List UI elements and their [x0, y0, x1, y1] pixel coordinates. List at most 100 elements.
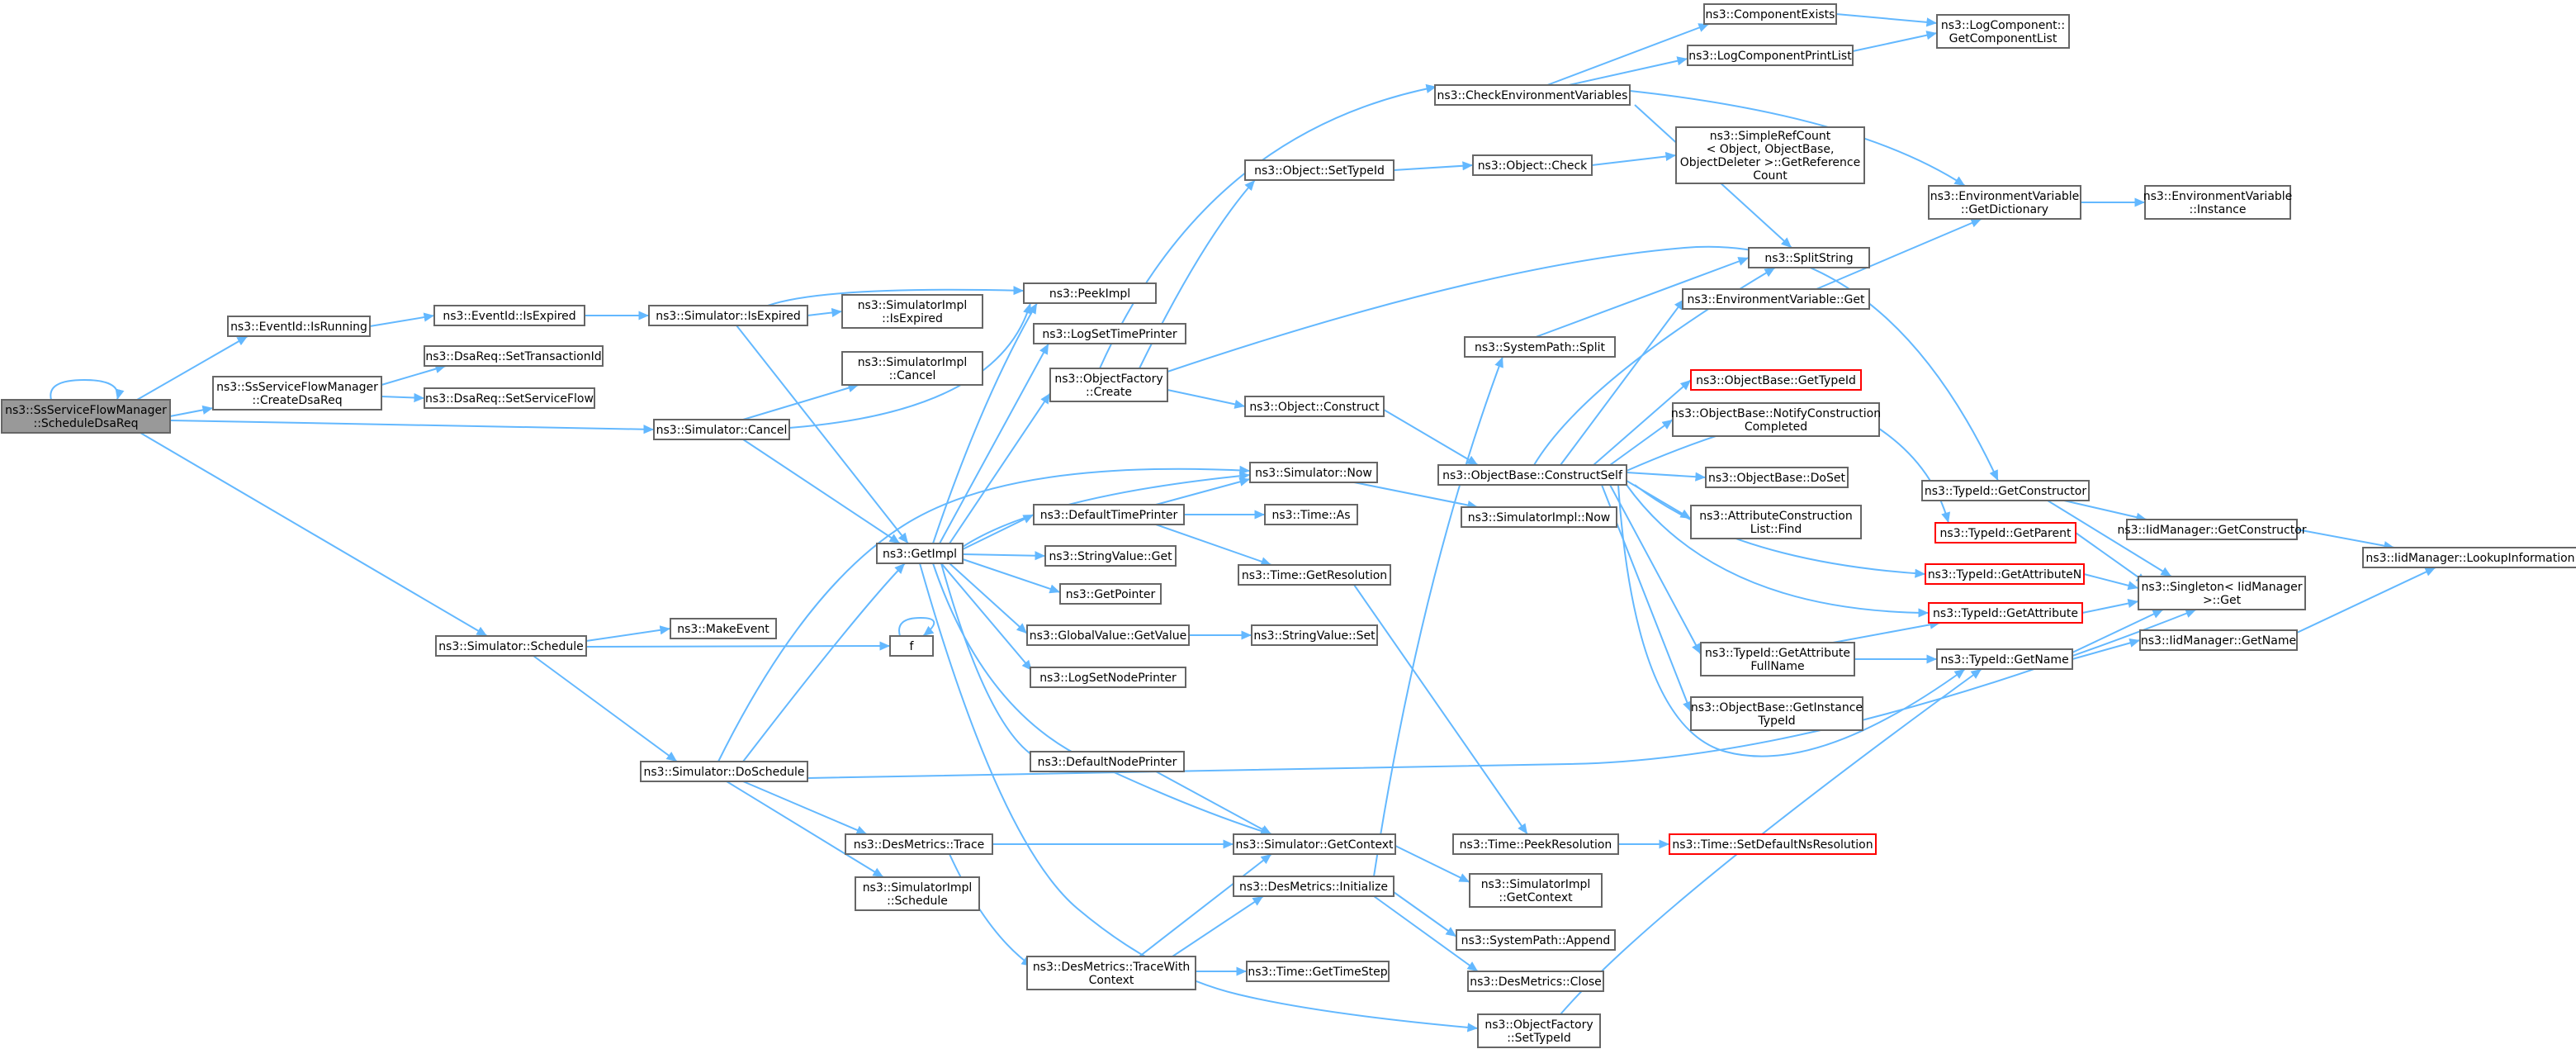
node-label: ns3::CheckEnvironmentVariables [1437, 89, 1628, 102]
node-n1[interactable]: ns3::EventId::IsRunning [227, 316, 371, 337]
node-label: ns3::SimulatorImpl::Now [1468, 511, 1611, 524]
node-n11[interactable]: ns3::PeekImpl [1023, 282, 1157, 304]
node-label: ns3::GetImpl [883, 548, 957, 561]
node-box [1251, 624, 1378, 646]
node-box [845, 833, 993, 855]
node-n5[interactable]: ns3::EventId::IsExpired [433, 305, 585, 326]
node-n13[interactable]: ns3::MakeEvent [670, 618, 777, 639]
node-n24[interactable]: ns3::LogSetNodePrinter [1030, 667, 1186, 688]
node-n21[interactable]: ns3::StringValue::Get [1044, 545, 1177, 567]
edge-n12-to-n27 [962, 471, 1251, 548]
node-box [653, 419, 790, 440]
node-n31[interactable]: ns3::Simulator::GetContext [1233, 833, 1396, 855]
node-n19[interactable]: ns3::ObjectFactory::Create [1049, 368, 1168, 402]
node-label: ns3::Simulator::Now [1255, 467, 1372, 480]
node-label: ns3::SimulatorImpl [863, 881, 973, 895]
node-n30[interactable]: ns3::StringValue::Set [1251, 624, 1378, 646]
node-n45[interactable]: ns3::ObjectBase::ConstructSelf [1437, 464, 1627, 486]
node-n17[interactable]: ns3::SimulatorImpl::Schedule [855, 876, 980, 911]
node-n62[interactable]: ns3::TypeId::GetAttributeN [1925, 563, 2085, 585]
node-n40[interactable]: ns3::SystemPath::Append [1456, 929, 1616, 951]
node-n46[interactable]: ns3::Time::SetDefaultNsResolution [1669, 833, 1877, 855]
node-n9[interactable]: ns3::SimulatorImpl::IsExpired [841, 294, 983, 329]
node-n52[interactable]: ns3::ObjectBase::GetTypeId [1690, 369, 1862, 391]
node-n54[interactable]: ns3::ObjectBase::DoSet [1705, 467, 1849, 488]
node-n61[interactable]: ns3::TypeId::GetParent [1934, 522, 2076, 543]
node-n59[interactable]: ns3::EnvironmentVariable::GetDictionary [1928, 185, 2081, 220]
node-label: ::SetTypeId [1507, 1032, 1571, 1045]
node-box [435, 635, 587, 657]
node-n41[interactable]: ns3::DesMetrics::Close [1467, 971, 1604, 992]
node-n28[interactable]: ns3::Time::As [1264, 504, 1358, 525]
node-n66[interactable]: ns3::IidManager::GetConstructor [2117, 519, 2307, 540]
node-n63[interactable]: ns3::TypeId::GetAttribute [1928, 602, 2083, 624]
edge-n0-to-n2 [169, 405, 214, 417]
node-n15[interactable]: ns3::Simulator::DoSchedule [640, 761, 808, 782]
node-n47[interactable]: ns3::ComponentExists [1703, 3, 1837, 25]
node-n3[interactable]: ns3::Simulator::Cancel [653, 419, 790, 440]
node-n10[interactable]: ns3::SimulatorImpl::Cancel [841, 351, 983, 386]
edge-n47-to-n58 [1835, 13, 1938, 27]
node-n36[interactable]: ns3::SystemPath::Split [1464, 336, 1616, 358]
node-n33[interactable]: ns3::Time::GetTimeStep [1246, 961, 1390, 982]
node-n7[interactable]: ns3::DsaReq::SetServiceFlow [424, 387, 595, 409]
node-label: ObjectDeleter >::GetReference [1680, 156, 1860, 169]
node-box [2144, 185, 2291, 220]
node-n0[interactable]: ns3::SsServiceFlowManager::ScheduleDsaRe… [1, 399, 171, 434]
node-n69[interactable]: ns3::IidManager::LookupInformation [2362, 547, 2576, 568]
node-n43[interactable]: ns3::CheckEnvironmentVariables [1434, 84, 1631, 106]
node-n16[interactable]: ns3::DesMetrics::Trace [845, 833, 993, 855]
node-label: ns3::AttributeConstruction [1699, 510, 1852, 523]
node-box [1059, 583, 1162, 605]
node-n53[interactable]: ns3::ObjectBase::NotifyConstructionCompl… [1671, 402, 1881, 437]
node-n38[interactable]: ns3::Time::PeekResolution [1452, 833, 1619, 855]
node-label: ::CreateDsaReq [252, 394, 342, 407]
node-n65[interactable]: ns3::EnvironmentVariable::Instance [2143, 185, 2293, 220]
node-n68[interactable]: ns3::IidManager::GetName [2139, 629, 2298, 651]
node-n64[interactable]: ns3::TypeId::GetName [1936, 648, 2073, 670]
node-n48[interactable]: ns3::LogComponentPrintList [1687, 45, 1854, 66]
node-n2[interactable]: ns3::SsServiceFlowManager::CreateDsaReq [212, 376, 382, 411]
node-n60[interactable]: ns3::TypeId::GetConstructor [1921, 480, 2090, 501]
node-n37[interactable]: ns3::SimulatorImpl::Now [1461, 506, 1617, 528]
node-n34[interactable]: ns3::Object::SetTypeId [1244, 159, 1395, 181]
node-n44[interactable]: ns3::Object::Check [1472, 154, 1593, 176]
node-n42[interactable]: ns3::ObjectFactory::SetTypeId [1477, 1013, 1601, 1048]
node-n20[interactable]: ns3::DefaultTimePrinter [1033, 504, 1185, 525]
node-n25[interactable]: ns3::DefaultNodePrinter [1030, 751, 1185, 772]
edge-n19-to-n60 [1167, 245, 1999, 482]
node-label: ns3::Time::GetResolution [1242, 569, 1387, 582]
node-n18[interactable]: ns3::LogSetTimePrinter [1033, 323, 1186, 344]
node-n67[interactable]: ns3::Singleton< IidManager>::Get [2138, 576, 2306, 610]
node-n6[interactable]: ns3::DsaReq::SetTransactionId [424, 345, 604, 367]
node-n23[interactable]: ns3::GlobalValue::GetValue [1026, 624, 1190, 646]
node-n8[interactable]: ns3::Simulator::IsExpired [648, 305, 808, 326]
edge-n44-to-n49 [1591, 151, 1677, 166]
node-n22[interactable]: ns3::GetPointer [1059, 583, 1162, 605]
node-label: ns3::EnvironmentVariable [1930, 190, 2080, 203]
edge-n12-to-n11 [932, 302, 1038, 544]
node-n12[interactable]: ns3::GetImpl [876, 543, 964, 564]
edge-n12-to-n24 [940, 562, 1033, 672]
node-n39[interactable]: ns3::SimulatorImpl::GetContext [1469, 873, 1603, 908]
node-n35[interactable]: ns3::Object::Construct [1244, 396, 1385, 417]
edge-n62-to-n67 [2083, 573, 2139, 591]
node-box [1464, 336, 1616, 358]
node-n58[interactable]: ns3::LogComponent::GetComponentList [1936, 14, 2070, 49]
node-box [1682, 288, 1870, 310]
node-n14[interactable]: f [889, 635, 934, 657]
node-n32[interactable]: ns3::DesMetrics::Initialize [1233, 876, 1395, 897]
node-n4[interactable]: ns3::Simulator::Schedule [435, 635, 587, 657]
node-n27[interactable]: ns3::Simulator::Now [1249, 462, 1378, 483]
node-box [1703, 3, 1837, 25]
node-label: ns3::DesMetrics::TraceWith [1033, 961, 1190, 974]
node-n51[interactable]: ns3::EnvironmentVariable::Get [1682, 288, 1870, 310]
node-n50[interactable]: ns3::SplitString [1748, 247, 1870, 268]
edge-n60-to-n66 [2063, 500, 2147, 522]
node-n49[interactable]: ns3::SimpleRefCount< Object, ObjectBase,… [1675, 126, 1865, 184]
node-n29[interactable]: ns3::Time::GetResolution [1238, 564, 1391, 586]
